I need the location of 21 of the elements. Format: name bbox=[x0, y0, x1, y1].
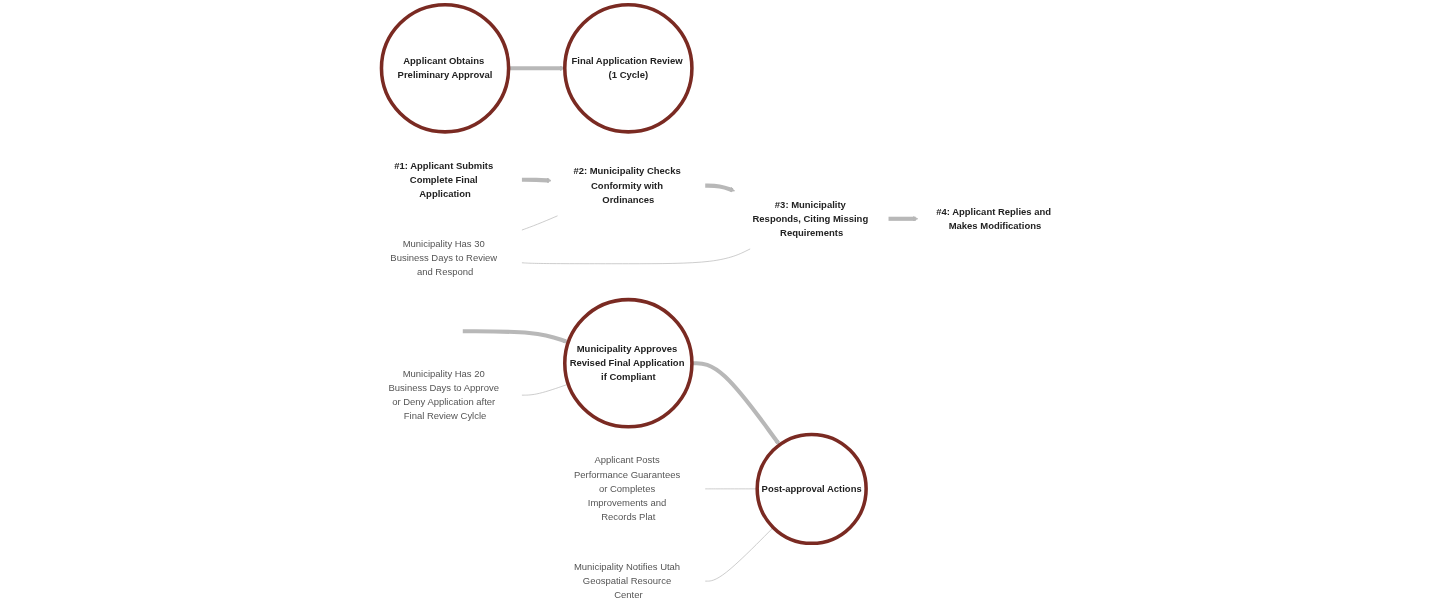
arrow bbox=[705, 183, 735, 193]
node-text: #4: Applicant Replies and Makes Modifications bbox=[936, 206, 1052, 231]
node-text: #1: Applicant Submits Complete Final Application bbox=[394, 160, 494, 199]
node-circle: Applicant Obtains Preliminary Approval bbox=[379, 2, 511, 134]
arrow bbox=[508, 65, 565, 71]
node-text: Applicant Posts Performance Guarantees or Completes Improvements and Records Plat bbox=[573, 455, 681, 522]
node-text: Municipality Has 20 Business Days to Approve or Deny Application after Final Review Cylcle bbox=[388, 368, 499, 422]
connector bbox=[521, 383, 569, 396]
node-circle: Post-approval Actions bbox=[755, 432, 868, 546]
connector bbox=[521, 215, 558, 231]
arrow bbox=[462, 329, 569, 344]
node-text: Municipality Has 30 Business Days to Review and Respond bbox=[390, 238, 498, 277]
connector bbox=[521, 248, 751, 265]
node-circle: Final Application Review (1 Cycle) bbox=[563, 2, 694, 134]
node-text: #2: Municipality Checks Conformity with Ordinances bbox=[573, 166, 681, 205]
node-circle: Municipality Approves Revised Final Application if Compliant bbox=[563, 297, 694, 429]
arrow bbox=[888, 216, 919, 222]
connector bbox=[704, 527, 774, 582]
node-text: Municipality Notifies Utah Geospatial Resource Center bbox=[573, 561, 681, 601]
node-text: #3: Municipality Responds, Citing Missing Requirements bbox=[752, 199, 869, 238]
arrow bbox=[521, 177, 552, 183]
